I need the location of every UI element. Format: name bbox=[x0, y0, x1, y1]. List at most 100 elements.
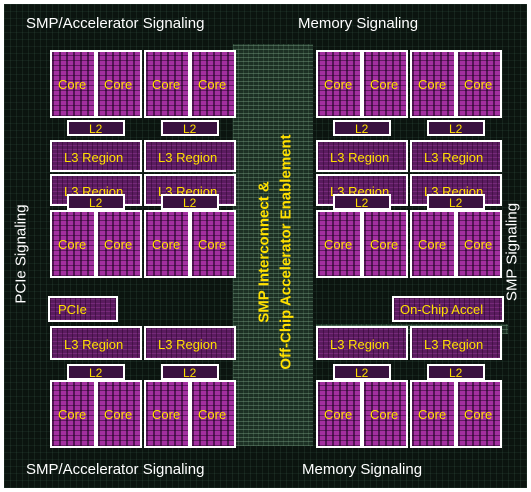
center-interconnect-region bbox=[233, 44, 313, 446]
l3-region: L3 Region bbox=[50, 326, 142, 360]
center-label-line1: SMP Interconnect & bbox=[255, 181, 273, 323]
l2-cache: L2 bbox=[161, 194, 219, 210]
core-unit: Core bbox=[50, 210, 96, 278]
core-unit: Core bbox=[50, 50, 96, 118]
core-unit-label: Core bbox=[152, 237, 181, 252]
l3-region-label: L3 Region bbox=[330, 150, 390, 165]
core-unit: Core bbox=[96, 50, 142, 118]
core-unit-label: Core bbox=[418, 407, 447, 422]
l2-cache-label: L2 bbox=[355, 366, 369, 380]
l2-cache: L2 bbox=[161, 120, 219, 136]
l2-cache-label: L2 bbox=[449, 366, 463, 380]
core-unit-label: Core bbox=[198, 237, 227, 252]
core-unit: Core bbox=[362, 50, 408, 118]
l3-region: L3 Region bbox=[144, 326, 236, 360]
core-unit-label: Core bbox=[104, 407, 133, 422]
l3-region: L3 Region bbox=[50, 140, 142, 172]
l3-region: L3 Region bbox=[144, 140, 236, 172]
l2-cache-label: L2 bbox=[89, 366, 103, 380]
core-unit: Core bbox=[190, 210, 236, 278]
top-left-signal-label: SMP/Accelerator Signaling bbox=[26, 15, 205, 32]
core-unit: Core bbox=[456, 210, 502, 278]
l2-cache-label: L2 bbox=[449, 122, 463, 136]
core-unit-label: Core bbox=[152, 407, 181, 422]
core-unit-label: Core bbox=[104, 77, 133, 92]
l2-cache-label: L2 bbox=[183, 366, 197, 380]
l2-cache-label: L2 bbox=[355, 122, 369, 136]
core-unit-label: Core bbox=[58, 237, 87, 252]
l3-region: L3 Region bbox=[410, 326, 502, 360]
core-unit-label: Core bbox=[464, 237, 493, 252]
l3-region-label: L3 Region bbox=[158, 337, 218, 352]
l3-region-label: L3 Region bbox=[64, 150, 124, 165]
core-unit-label: Core bbox=[104, 237, 133, 252]
on-chip-accel-unit: On-Chip Accel bbox=[392, 296, 504, 322]
l2-cache-label: L2 bbox=[89, 122, 103, 136]
core-unit: Core bbox=[316, 380, 362, 448]
l3-region-label: L3 Region bbox=[330, 337, 390, 352]
core-unit: Core bbox=[190, 50, 236, 118]
l3-region-label: L3 Region bbox=[424, 337, 484, 352]
left-signal-label: PCIe Signaling bbox=[12, 204, 30, 304]
l3-region: L3 Region bbox=[410, 140, 502, 172]
core-unit-label: Core bbox=[58, 77, 87, 92]
core-unit: Core bbox=[410, 50, 456, 118]
top-right-signal-label: Memory Signaling bbox=[298, 15, 419, 32]
core-unit-label: Core bbox=[198, 77, 227, 92]
core-unit: Core bbox=[362, 210, 408, 278]
l2-cache: L2 bbox=[333, 120, 391, 136]
l2-cache: L2 bbox=[333, 364, 391, 380]
core-unit: Core bbox=[144, 380, 190, 448]
l2-cache: L2 bbox=[67, 120, 125, 136]
bottom-left-signal-label: SMP/Accelerator Signaling bbox=[26, 461, 205, 478]
core-unit: Core bbox=[316, 50, 362, 118]
l3-region-label: L3 Region bbox=[424, 150, 484, 165]
l2-cache-label: L2 bbox=[449, 196, 463, 210]
core-unit: Core bbox=[50, 380, 96, 448]
core-unit-label: Core bbox=[198, 407, 227, 422]
right-signal-label: SMP Signaling bbox=[503, 202, 521, 302]
core-unit-label: Core bbox=[324, 407, 353, 422]
l2-cache: L2 bbox=[427, 120, 485, 136]
core-unit: Core bbox=[190, 380, 236, 448]
pcie-unit: PCIe bbox=[48, 296, 118, 322]
l3-region: L3 Region bbox=[316, 140, 408, 172]
core-unit-label: Core bbox=[464, 407, 493, 422]
core-unit: Core bbox=[96, 210, 142, 278]
l2-cache-label: L2 bbox=[183, 122, 197, 136]
core-unit-label: Core bbox=[370, 237, 399, 252]
core-unit: Core bbox=[362, 380, 408, 448]
core-unit-label: Core bbox=[370, 407, 399, 422]
die-photo: SMP/Accelerator Signaling Memory Signali… bbox=[4, 4, 527, 488]
core-unit-label: Core bbox=[152, 77, 181, 92]
core-unit: Core bbox=[410, 380, 456, 448]
core-unit: Core bbox=[96, 380, 142, 448]
l3-region-label: L3 Region bbox=[158, 150, 218, 165]
core-unit: Core bbox=[410, 210, 456, 278]
l2-cache: L2 bbox=[333, 194, 391, 210]
core-unit: Core bbox=[456, 50, 502, 118]
l3-region: L3 Region bbox=[316, 326, 408, 360]
core-unit-label: Core bbox=[324, 77, 353, 92]
core-unit: Core bbox=[456, 380, 502, 448]
l3-region-label: L3 Region bbox=[64, 337, 124, 352]
core-unit: Core bbox=[316, 210, 362, 278]
core-unit-label: Core bbox=[370, 77, 399, 92]
core-unit-label: Core bbox=[418, 237, 447, 252]
l2-cache-label: L2 bbox=[89, 196, 103, 210]
core-unit-label: Core bbox=[464, 77, 493, 92]
l2-cache-label: L2 bbox=[355, 196, 369, 210]
l2-cache-label: L2 bbox=[183, 196, 197, 210]
l2-cache: L2 bbox=[161, 364, 219, 380]
l2-cache: L2 bbox=[427, 194, 485, 210]
core-unit: Core bbox=[144, 50, 190, 118]
core-unit: Core bbox=[144, 210, 190, 278]
center-label-line2: Off-Chip Accelerator Enablement bbox=[277, 134, 295, 370]
core-unit-label: Core bbox=[58, 407, 87, 422]
l2-cache: L2 bbox=[427, 364, 485, 380]
core-unit-label: Core bbox=[418, 77, 447, 92]
l2-cache: L2 bbox=[67, 194, 125, 210]
bottom-right-signal-label: Memory Signaling bbox=[302, 461, 423, 478]
l2-cache: L2 bbox=[67, 364, 125, 380]
core-unit-label: Core bbox=[324, 237, 353, 252]
